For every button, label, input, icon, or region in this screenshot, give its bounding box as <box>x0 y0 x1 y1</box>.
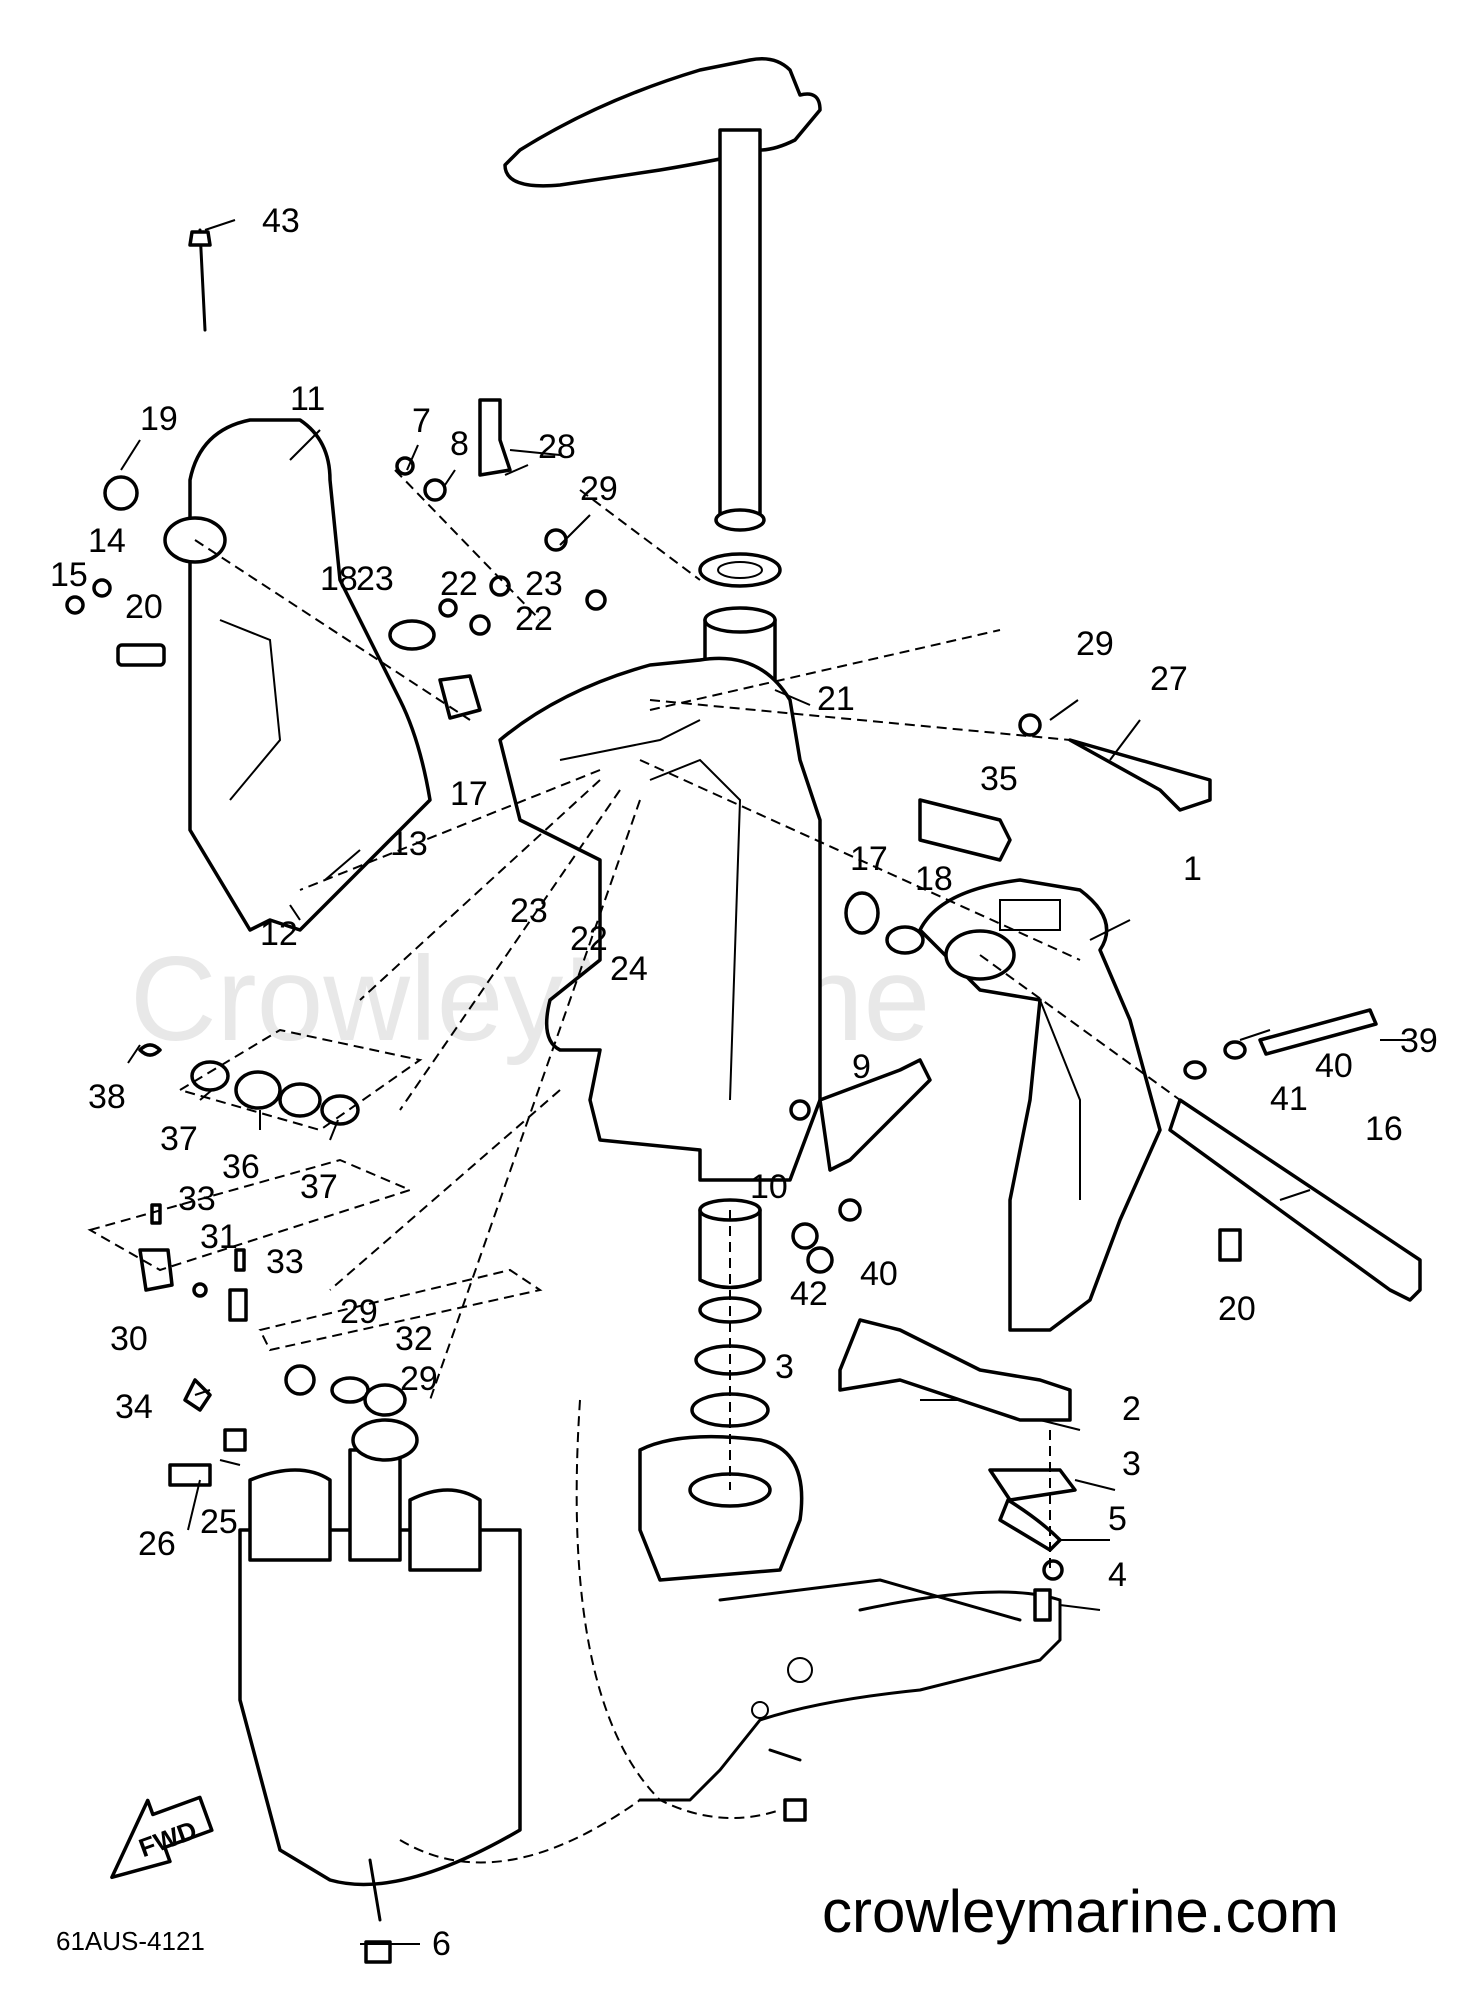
callout-38: 38 <box>88 1078 126 1116</box>
callout-labels: 43 19 11 7 8 28 29 14 15 20 18 23 22 23 … <box>50 202 1438 1963</box>
callout-30: 30 <box>110 1320 148 1358</box>
callout-18-right: 18 <box>915 860 953 898</box>
callout-3-left: 3 <box>775 1348 794 1386</box>
callout-31: 31 <box>200 1218 238 1256</box>
callout-29-top: 29 <box>580 470 618 508</box>
callout-7: 7 <box>412 402 431 440</box>
callout-2: 2 <box>1122 1390 1141 1428</box>
callout-20-right: 20 <box>1218 1290 1256 1328</box>
callout-20-left: 20 <box>125 588 163 626</box>
diagram-code: 61AUS-4121 <box>56 1926 205 1956</box>
callout-21: 21 <box>817 680 855 718</box>
callout-24: 24 <box>610 950 648 988</box>
callout-32: 32 <box>395 1320 433 1358</box>
callout-6: 6 <box>432 1925 451 1963</box>
callout-29-lower: 29 <box>400 1360 438 1398</box>
website-text: crowleymarine.com <box>822 1878 1339 1945</box>
callout-18-left: 18 <box>320 560 358 598</box>
callout-11: 11 <box>290 380 325 418</box>
callout-14: 14 <box>88 522 126 560</box>
tilt-trim-unit <box>238 1418 522 1887</box>
callout-10: 10 <box>750 1168 788 1206</box>
callout-19: 19 <box>140 400 178 438</box>
crossmember <box>838 1318 1077 1502</box>
callout-37-left: 37 <box>160 1120 198 1158</box>
callout-3-right: 3 <box>1122 1445 1141 1483</box>
callout-36: 36 <box>222 1148 260 1186</box>
callout-40-right: 40 <box>1315 1047 1353 1085</box>
callout-22-mid: 22 <box>570 920 608 958</box>
callout-42: 42 <box>790 1275 828 1313</box>
callout-26: 26 <box>138 1525 176 1563</box>
callout-41: 41 <box>1270 1080 1308 1118</box>
callout-22-top-left: 22 <box>440 565 478 603</box>
clamp-bracket-right <box>918 878 1162 1332</box>
callout-17-left: 17 <box>450 775 488 813</box>
callout-22-top-right: 22 <box>515 600 553 638</box>
callout-5: 5 <box>1108 1500 1127 1538</box>
callout-27: 27 <box>1150 660 1188 698</box>
callout-23-mid: 23 <box>510 892 548 930</box>
callout-16: 16 <box>1365 1110 1403 1148</box>
callout-37-right: 37 <box>300 1168 338 1206</box>
callout-15: 15 <box>50 556 88 594</box>
callout-9: 9 <box>852 1048 871 1086</box>
callout-12: 12 <box>260 915 298 953</box>
callout-34: 34 <box>115 1388 153 1426</box>
callout-39: 39 <box>1400 1022 1438 1060</box>
callout-33-upper: 33 <box>178 1180 216 1218</box>
callout-33-lower: 33 <box>266 1243 304 1281</box>
assembly-lines <box>87 469 1181 1864</box>
callout-23-top-right: 23 <box>525 565 563 603</box>
leader-lines <box>120 219 1410 1945</box>
callout-13: 13 <box>390 825 428 863</box>
lower-casting <box>638 1578 1062 1802</box>
callout-23-top-left: 23 <box>356 560 394 598</box>
callout-25: 25 <box>200 1503 238 1541</box>
callout-17-right: 17 <box>850 840 888 878</box>
callout-8: 8 <box>450 425 469 463</box>
fwd-arrow: FWD <box>110 1795 214 1880</box>
lower-mount <box>638 1434 804 1582</box>
callout-29-right: 29 <box>1076 625 1114 663</box>
swivel-bracket <box>498 656 822 1182</box>
callout-35: 35 <box>980 760 1018 798</box>
callout-4: 4 <box>1108 1556 1127 1594</box>
callout-40-lower: 40 <box>860 1255 898 1293</box>
callout-43: 43 <box>262 202 300 240</box>
callout-28: 28 <box>538 428 576 466</box>
callout-1: 1 <box>1183 850 1202 888</box>
small-parts <box>65 228 1422 1964</box>
callout-29-lower-top: 29 <box>340 1293 378 1331</box>
steering-arm <box>503 57 822 532</box>
